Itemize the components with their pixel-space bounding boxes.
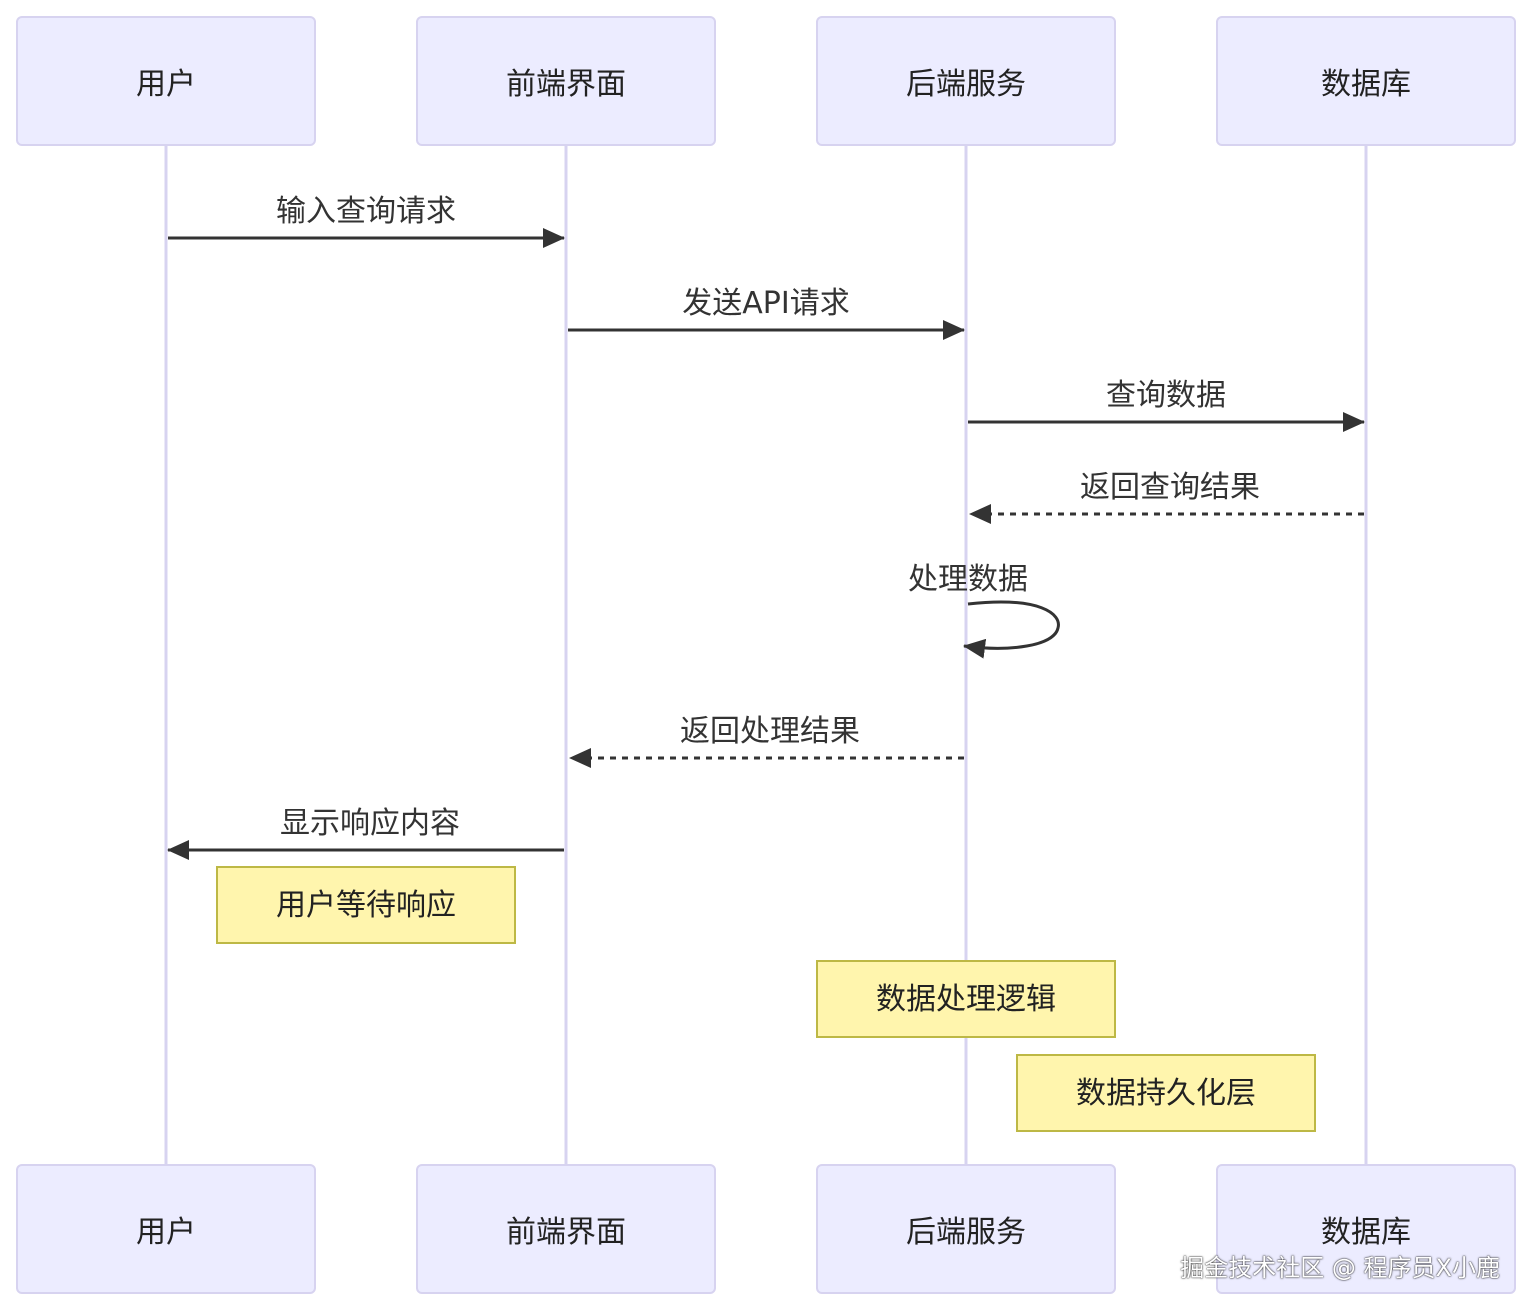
actor-database-bottom: 数据库 xyxy=(1216,1164,1516,1294)
actor-user-bottom: 用户 xyxy=(16,1164,316,1294)
message-arrow-5-self-loop xyxy=(963,600,1060,659)
actor-label: 用户 xyxy=(136,67,196,102)
message-label-3: 查询数据 xyxy=(1106,378,1226,413)
message-label-2: 发送API请求 xyxy=(682,286,850,321)
message-label-1: 输入查询请求 xyxy=(276,194,456,229)
actor-label: 后端服务 xyxy=(906,67,1026,102)
message-label-4: 返回查询结果 xyxy=(1080,470,1260,505)
actor-frontend-bottom: 前端界面 xyxy=(416,1164,716,1294)
note-label: 用户等待响应 xyxy=(276,888,456,923)
actor-frontend-top: 前端界面 xyxy=(416,16,716,146)
actor-label: 数据库 xyxy=(1321,67,1411,102)
actor-label: 数据库 xyxy=(1321,1215,1411,1250)
watermark: 掘金技术社区 @ 程序员X小鹿 xyxy=(1180,1254,1500,1282)
actor-user-top: 用户 xyxy=(16,16,316,146)
note-label: 数据持久化层 xyxy=(1076,1076,1256,1111)
note-data-processing: 数据处理逻辑 xyxy=(816,960,1116,1038)
actor-database-top: 数据库 xyxy=(1216,16,1516,146)
actor-label: 前端界面 xyxy=(506,67,626,102)
note-data-persistence: 数据持久化层 xyxy=(1016,1054,1316,1132)
actor-label: 前端界面 xyxy=(506,1215,626,1250)
actor-label: 后端服务 xyxy=(906,1215,1026,1250)
note-user-waiting: 用户等待响应 xyxy=(216,866,516,944)
actor-backend-bottom: 后端服务 xyxy=(816,1164,1116,1294)
message-label-7: 显示响应内容 xyxy=(280,806,460,841)
message-label-6: 返回处理结果 xyxy=(680,714,860,749)
actor-backend-top: 后端服务 xyxy=(816,16,1116,146)
note-label: 数据处理逻辑 xyxy=(876,982,1056,1017)
actor-label: 用户 xyxy=(136,1215,196,1250)
message-label-5: 处理数据 xyxy=(908,562,1028,597)
